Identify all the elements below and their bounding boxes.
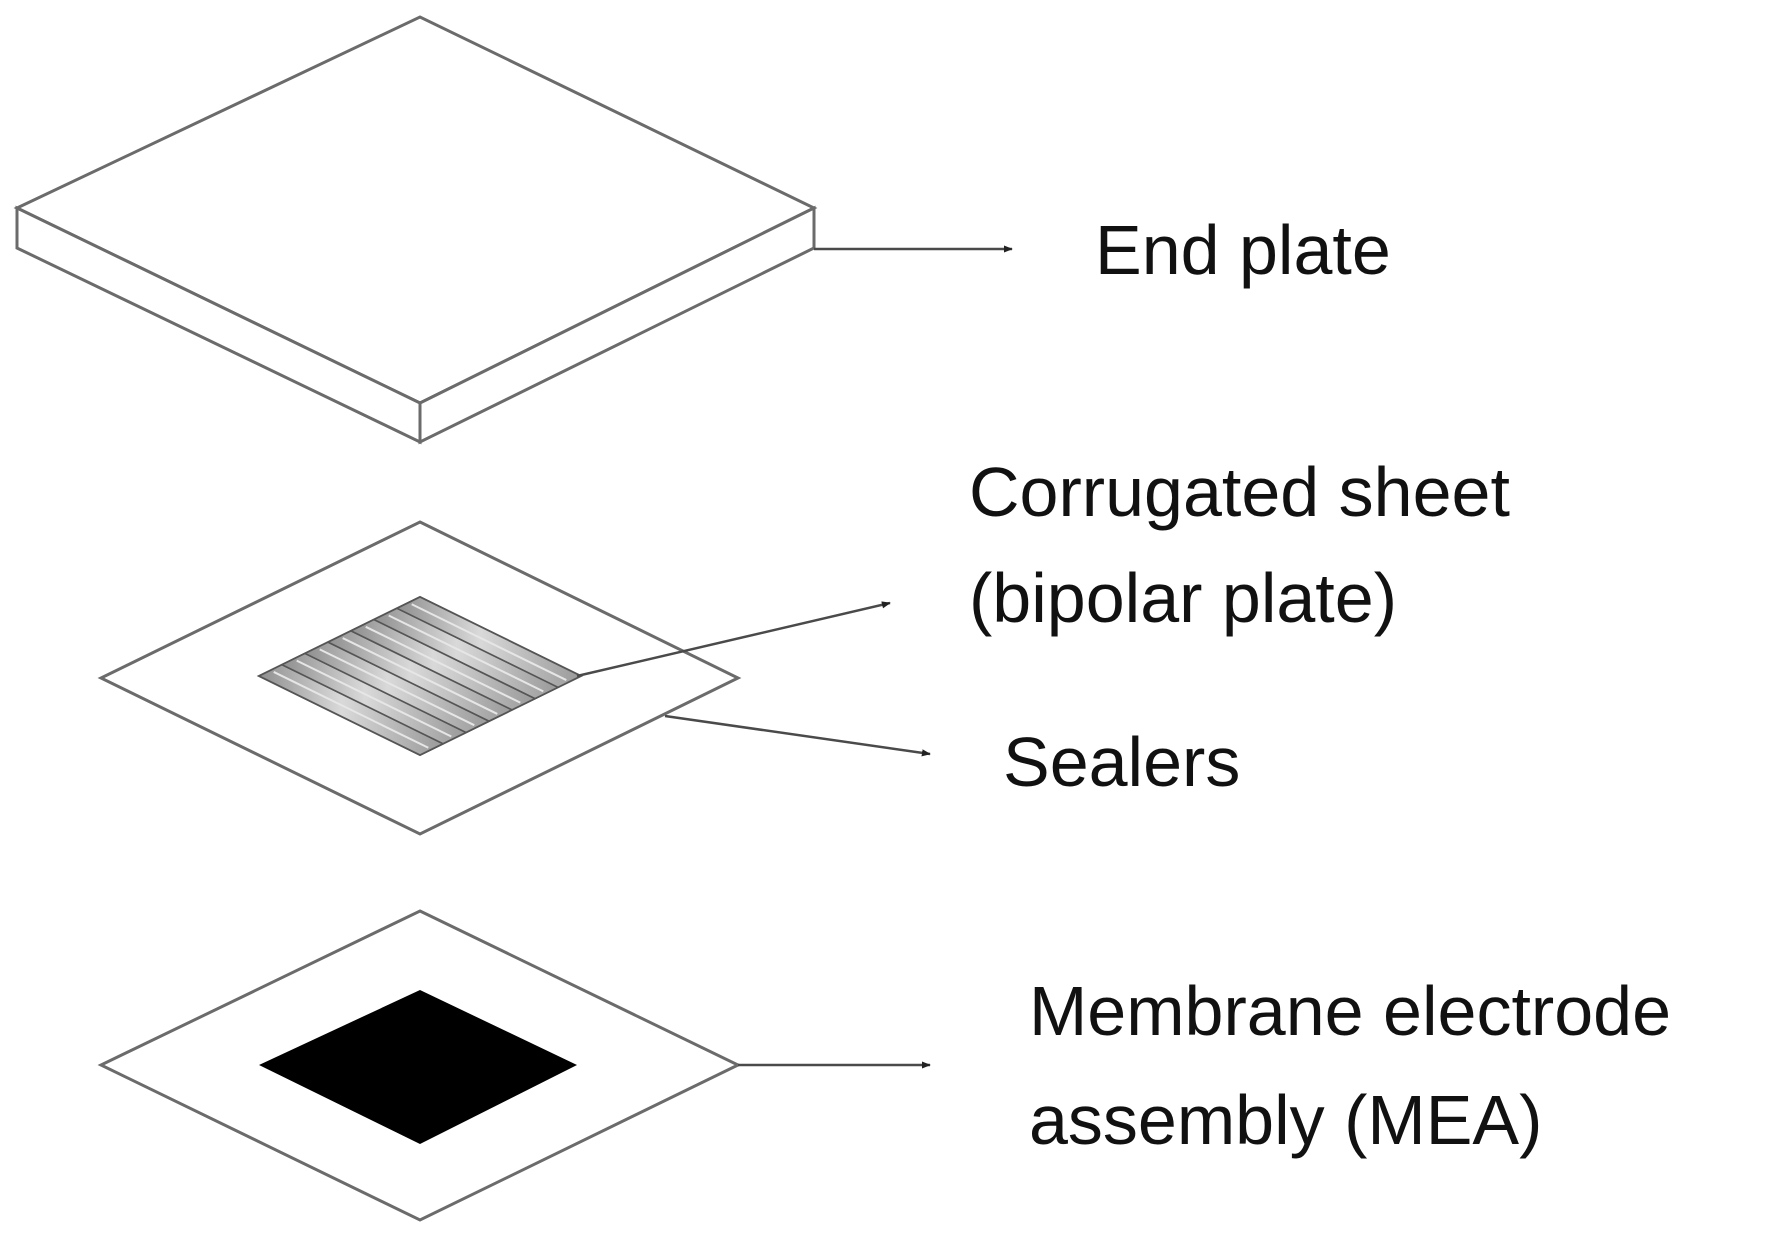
corrugation-ridge-highlight (273, 671, 429, 749)
end-plate-label: End plate (1095, 211, 1391, 289)
mea-layer (97, 909, 742, 1222)
mea-label-line1: Membrane electrode (1029, 972, 1671, 1050)
corrugated-sheet-label-line1: Corrugated sheet (969, 453, 1510, 531)
sealers-label: Sealers (1003, 723, 1240, 801)
corrugation-ridge-highlight (365, 625, 521, 704)
corrugated-sheet-label-line2: (bipolar plate) (969, 559, 1397, 637)
mea-active-area (259, 990, 577, 1144)
corrugation-ridges (257, 596, 583, 756)
end-plate (13, 15, 818, 445)
corrugation-ridge-highlight (388, 614, 544, 693)
bipolar-plate-layer (97, 520, 742, 836)
end-plate-top-face (13, 15, 818, 405)
corrugation-ridge-highlight (411, 603, 567, 681)
mea-label-line2: assembly (MEA) (1029, 1081, 1542, 1159)
corrugation-ridge-highlight (342, 637, 498, 715)
sealers-arrow (664, 714, 931, 757)
corrugation-ridge-highlight (319, 648, 475, 727)
corrugated-sheet-arrow (576, 601, 891, 678)
corrugation-ridge-highlight (296, 659, 452, 738)
